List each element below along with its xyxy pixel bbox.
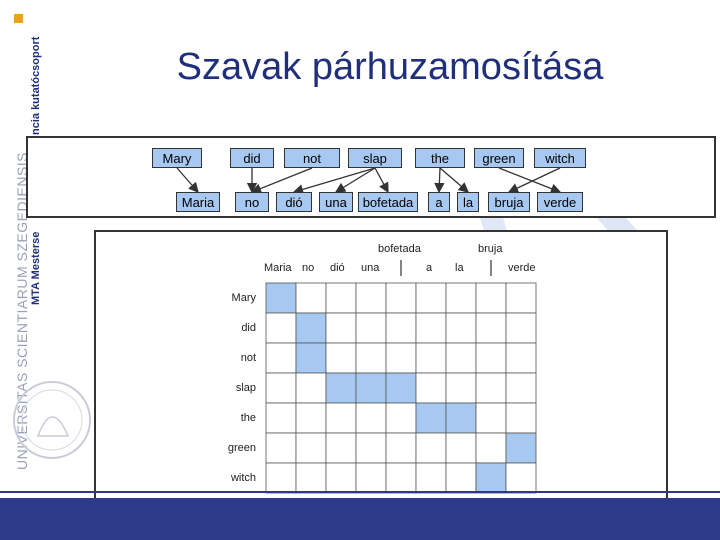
matrix-row-label: Mary <box>231 292 256 304</box>
page-title: Szavak párhuzamosítása <box>176 46 604 88</box>
alignment-matrix-frame <box>94 230 668 502</box>
english-word-mary: Mary <box>152 148 202 168</box>
english-word-green: green <box>474 148 524 168</box>
matrix-row-label: not <box>240 352 256 364</box>
matrix-top-label: bruja <box>478 243 503 255</box>
footer-bar <box>0 498 720 540</box>
english-word-did: did <box>230 148 274 168</box>
matrix-column-label: dió <box>330 262 345 274</box>
matrix-row-label: green <box>227 442 256 454</box>
matrix-top-label: bofetada <box>378 243 421 255</box>
university-seal-icon <box>13 381 91 459</box>
matrix-row-label: the <box>240 412 256 424</box>
sidebar-text-institute: MTA Mesterse <box>30 231 42 305</box>
spanish-word-dió: dió <box>276 192 312 212</box>
english-word-the: the <box>415 148 465 168</box>
matrix-row-label: did <box>241 322 256 334</box>
spanish-word-la: la <box>457 192 479 212</box>
english-word-witch: witch <box>534 148 586 168</box>
footer-divider <box>0 491 720 493</box>
spanish-word-maria: Maria <box>176 192 220 212</box>
english-word-not: not <box>284 148 340 168</box>
matrix-column-label: verde <box>508 262 536 274</box>
logo-square <box>14 14 23 23</box>
matrix-row-label: slap <box>235 382 256 394</box>
matrix-column-label: no <box>302 262 315 274</box>
english-word-slap: slap <box>348 148 402 168</box>
matrix-row-label: witch <box>230 472 256 484</box>
spanish-word-bofetada: bofetada <box>358 192 418 212</box>
matrix-column-label: una <box>361 262 380 274</box>
spanish-word-verde: verde <box>537 192 583 212</box>
matrix-column-label: la <box>455 262 464 274</box>
spanish-word-a: a <box>428 192 450 212</box>
matrix-column-label: a <box>426 262 433 274</box>
spanish-word-no: no <box>235 192 269 212</box>
spanish-word-bruja: bruja <box>488 192 530 212</box>
spanish-word-una: una <box>319 192 353 212</box>
matrix-column-label: Maria <box>264 262 292 274</box>
